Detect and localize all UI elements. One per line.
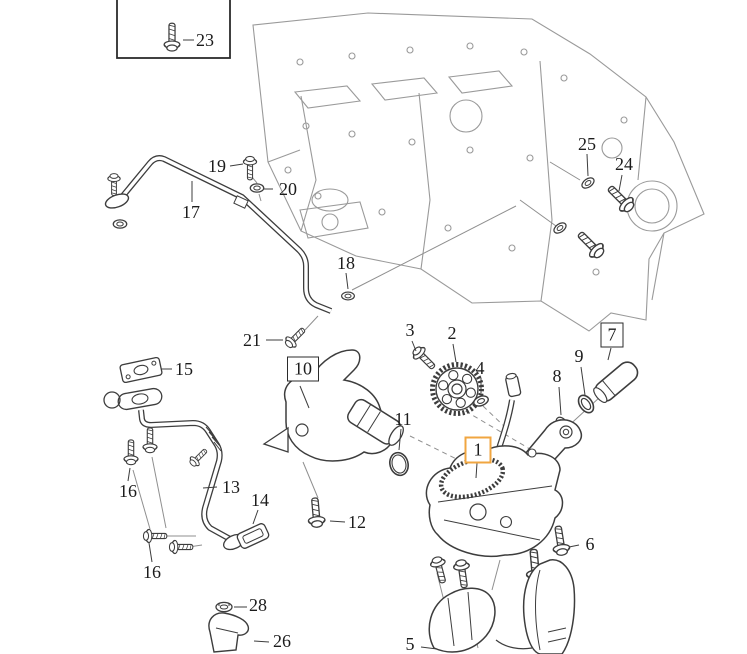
callout-part-24[interactable]: 24 [615,154,633,174]
callout-part-17[interactable]: 17 [182,202,200,222]
callout-part-28[interactable]: 28 [249,595,267,615]
inset-box-art [116,0,231,59]
callout-part-18[interactable]: 18 [337,253,355,273]
tube-7-seals-art [553,361,639,434]
callout-part-15[interactable]: 15 [175,359,193,379]
callout-part-16-upper[interactable]: 16 [119,481,137,501]
callout-part-23[interactable]: 23 [196,30,214,50]
callout-part-21[interactable]: 21 [243,330,261,350]
oil-pipe-17-art [104,155,355,352]
callout-part-1-highlighted[interactable]: 1 [464,436,492,464]
callout-leader-lines [127,153,623,650]
callout-part-14[interactable]: 14 [251,490,269,510]
callout-part-2[interactable]: 2 [447,323,457,343]
callout-part-12[interactable]: 12 [348,512,366,532]
bracket-assembly-10-art [262,349,409,529]
callout-part-13[interactable]: 13 [222,477,240,497]
callout-part-20[interactable]: 20 [279,179,297,199]
bolts-24-25-art [551,175,639,263]
drive-gear-2-art [409,343,491,416]
callout-part-8[interactable]: 8 [552,366,562,386]
callout-part-5[interactable]: 5 [405,634,415,654]
engine-block-art [252,12,705,332]
callout-part-16-lower[interactable]: 16 [143,562,161,582]
callout-part-25[interactable]: 25 [578,134,596,154]
callout-part-11[interactable]: 11 [394,409,412,429]
callout-part-19[interactable]: 19 [208,156,226,176]
callout-part-26[interactable]: 26 [273,631,291,651]
callout-part-3[interactable]: 3 [405,320,415,340]
callout-part-4[interactable]: 4 [475,358,485,378]
callout-part-7[interactable]: 7 [600,322,624,348]
baffle-and-brackets-art [208,559,576,654]
callout-part-6[interactable]: 6 [585,534,595,554]
oil-pipe-13-art [103,356,270,555]
callout-part-10[interactable]: 10 [287,356,319,382]
callout-part-9[interactable]: 9 [574,346,584,366]
